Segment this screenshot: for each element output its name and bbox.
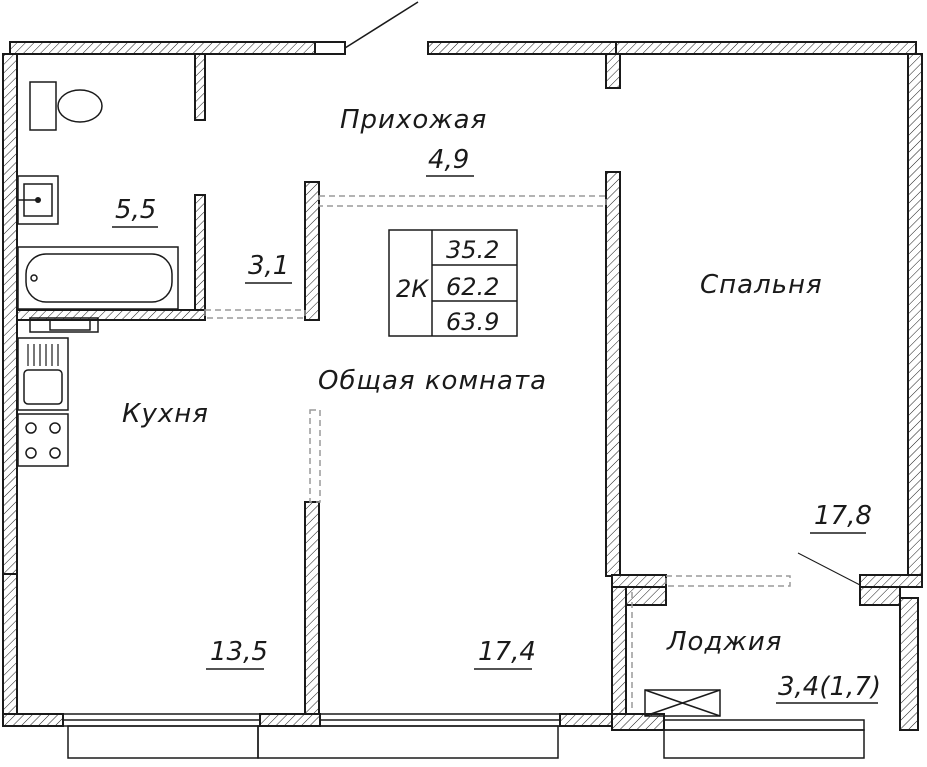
room-labels: Прихожая 4,9 5,5 3,1 Спальня 17,8 Общая … (112, 105, 881, 704)
loggia-area: 3,4(1,7) (778, 672, 881, 702)
kitchen-sink-icon (17, 337, 69, 411)
openings (204, 195, 791, 710)
living-room-area: 17,4 (478, 637, 536, 667)
bedroom-area: 17,8 (814, 501, 872, 531)
bedroom-name: Спальня (700, 270, 823, 300)
hallway-name: Прихожая (340, 105, 487, 135)
living-area-value: 35.2 (446, 236, 499, 264)
hallway-area: 4,9 (428, 145, 469, 175)
bathtub-icon (17, 246, 179, 310)
leader-line (797, 552, 861, 586)
windows (62, 713, 865, 759)
bathroom-fixtures (17, 81, 179, 310)
total-area-value: 62.2 (446, 273, 499, 301)
exterior-walls (2, 41, 923, 727)
loggia-unit-icon (644, 689, 721, 717)
living-room-name: Общая комната (318, 366, 547, 396)
apartment-summary: 2К 35.2 62.2 63.9 (388, 229, 518, 337)
kitchen-area: 13,5 (210, 637, 268, 667)
total-with-loggia-value: 63.9 (446, 308, 499, 336)
kitchen-name: Кухня (122, 399, 209, 429)
loggia-name: Лоджия (666, 627, 782, 657)
closet-area: 3,1 (248, 251, 289, 281)
bathroom-area: 5,5 (115, 195, 156, 225)
apartment-type-label: 2К (396, 275, 429, 303)
stove-icon (17, 413, 69, 467)
toilet-icon (29, 81, 57, 131)
entrance-door (344, 1, 419, 49)
kitchen-fixtures (17, 317, 99, 467)
